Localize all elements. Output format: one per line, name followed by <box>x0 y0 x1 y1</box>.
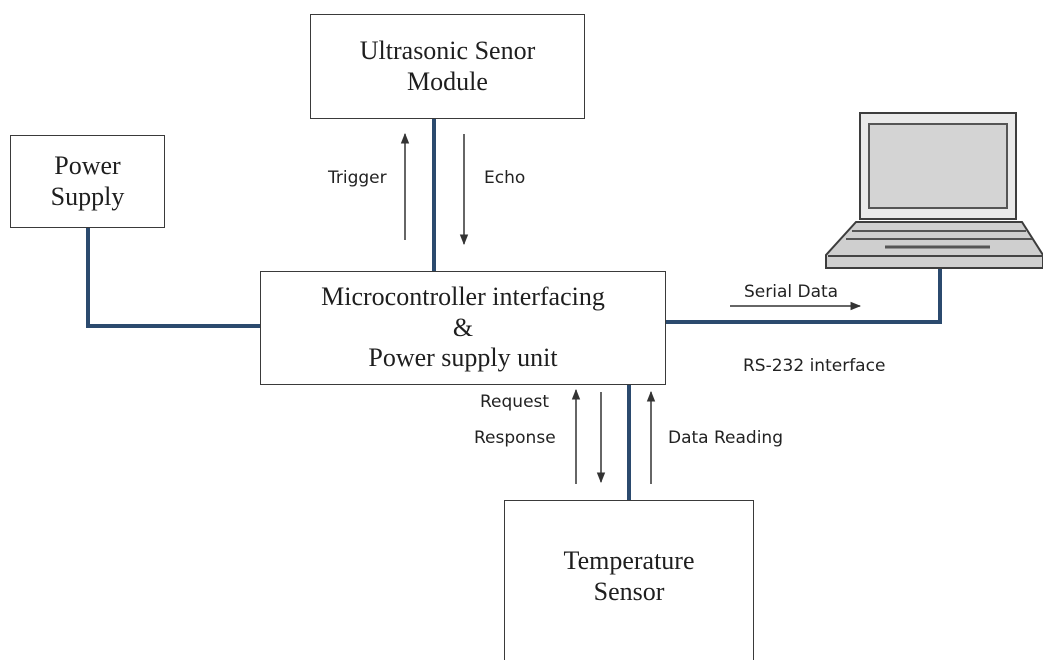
request-label: Request <box>480 392 550 412</box>
temperature-sensor-block: Temperature Sensor <box>504 500 754 660</box>
ultrasonic-sensor-module-block: Ultrasonic Senor Module <box>310 14 585 119</box>
serial-data-label: Serial Data <box>744 282 839 302</box>
micro-line1: Microcontroller interfacing <box>321 281 605 311</box>
data-reading-label: Data Reading <box>668 428 783 448</box>
micro-line3: Power supply unit <box>368 343 558 373</box>
temperature-line2: Sensor <box>593 576 665 606</box>
ultrasonic-title-line2: Module <box>407 66 488 96</box>
temperature-line1: Temperature <box>563 545 695 575</box>
power-to-micro-line <box>86 226 262 328</box>
power-supply-block: Power Supply <box>10 135 165 228</box>
micro-line2: & <box>452 312 474 342</box>
echo-label: Echo <box>484 168 526 188</box>
trigger-label: Trigger <box>328 168 387 188</box>
response-label: Response <box>474 428 556 448</box>
ultrasonic-title-line1: Ultrasonic Senor <box>359 35 536 65</box>
microcontroller-block: Microcontroller interfacing & Power supp… <box>260 271 666 385</box>
rs232-label: RS-232 interface <box>743 356 886 376</box>
micro-to-laptop-line <box>664 268 942 324</box>
power-supply-line1: Power <box>54 150 121 180</box>
laptop-icon <box>825 112 1043 269</box>
power-supply-line2: Supply <box>50 181 125 211</box>
